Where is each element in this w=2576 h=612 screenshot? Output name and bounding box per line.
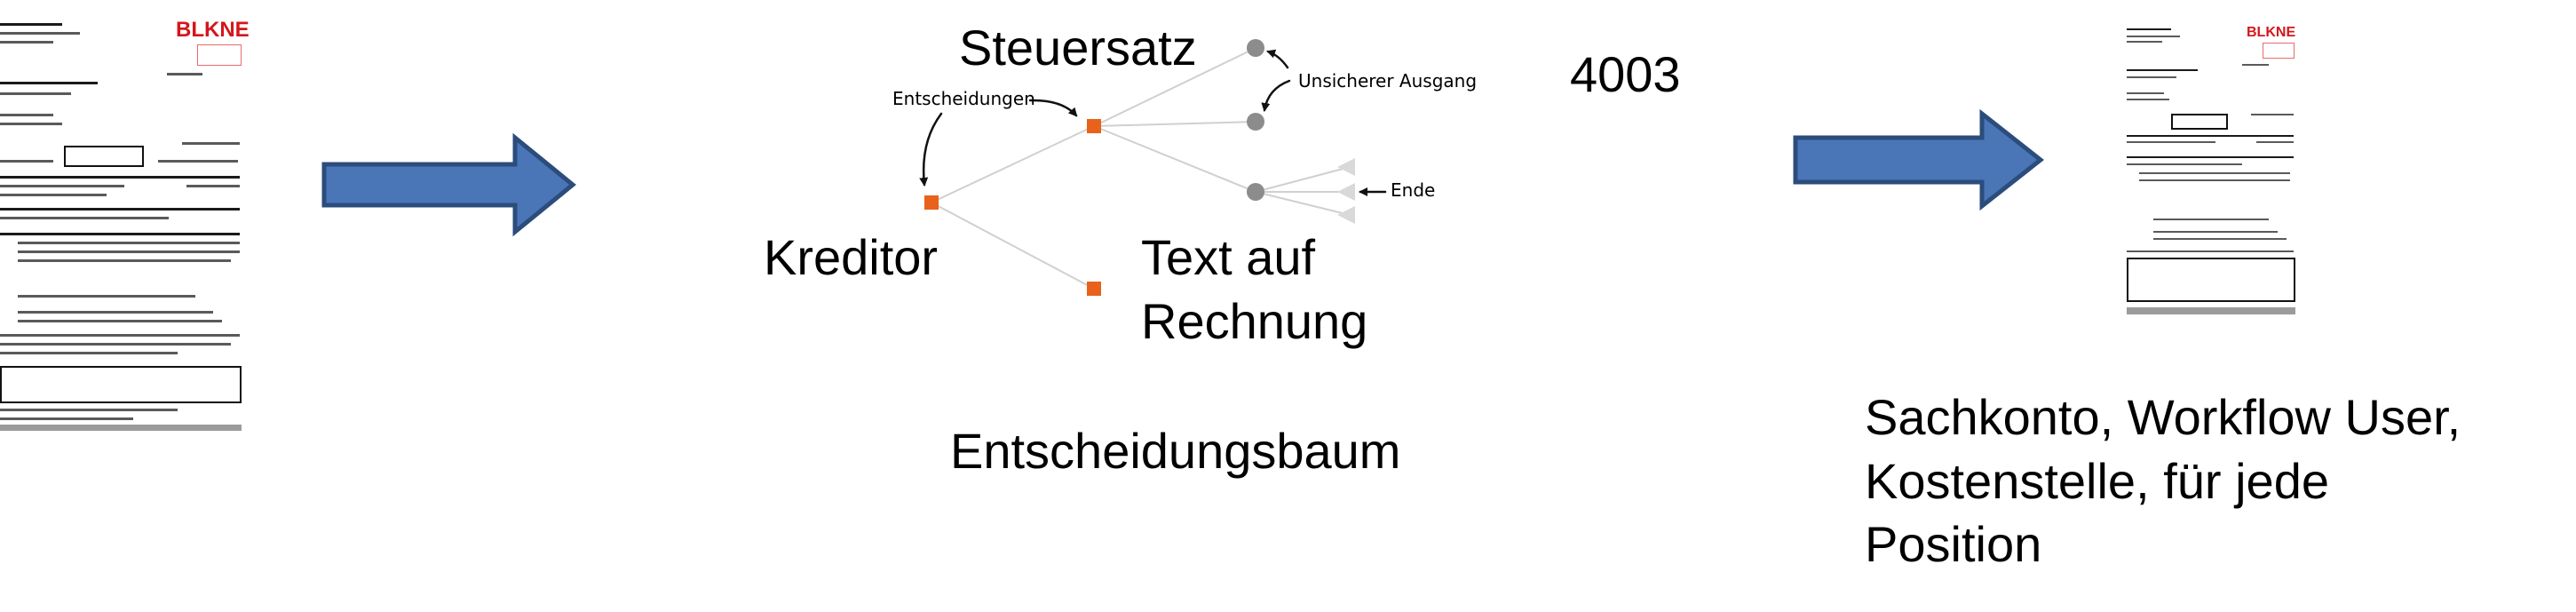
invoice-thumbnail-left: BLKNE	[0, 18, 250, 431]
text-line	[0, 123, 62, 125]
label-text-auf-rechnung-2: Rechnung	[1141, 293, 1368, 349]
tree-edge	[1255, 191, 1351, 216]
text-line	[2127, 92, 2164, 94]
label-text-auf-rechnung-1: Text auf	[1141, 229, 1316, 285]
text-line	[2127, 36, 2180, 37]
end-node	[1337, 183, 1355, 201]
text-line	[18, 311, 213, 314]
process-arrow-left	[321, 132, 576, 237]
text-line	[182, 142, 240, 145]
label-entscheidungen: Entscheidungen	[892, 88, 1035, 109]
invoice-thumbnail-right: BLKNE	[2127, 25, 2295, 314]
output-caption: Sachkonto, Workflow User, Kostenstelle, …	[1865, 385, 2461, 576]
text-line	[2127, 141, 2215, 143]
text-line	[167, 73, 202, 76]
text-line	[2127, 250, 2294, 252]
text-line	[2251, 114, 2294, 115]
tree-edge	[931, 125, 1095, 203]
stamp-mark	[2263, 43, 2295, 59]
tree-caption: Entscheidungsbaum	[950, 423, 1401, 479]
company-logo: BLKNE	[176, 18, 250, 42]
text-line	[2127, 156, 2294, 158]
output-caption-line: Position	[1865, 516, 2042, 573]
invoice-number-box	[2171, 114, 2228, 130]
end-node	[1337, 158, 1355, 176]
text-line	[0, 114, 53, 116]
end-node	[1337, 206, 1355, 224]
label-ende: Ende	[1391, 179, 1436, 201]
text-line	[18, 295, 195, 298]
decision-node-text	[1087, 282, 1101, 296]
text-line	[2127, 76, 2176, 78]
text-line	[18, 242, 240, 244]
entscheidungen-pointer-to-steuersatz	[1028, 99, 1078, 117]
decision-node-steuersatz	[1087, 119, 1101, 133]
invoice-number-box	[64, 146, 144, 167]
text-line	[0, 409, 178, 411]
tree-edge	[1093, 47, 1256, 127]
decision-node-kreditor	[924, 195, 939, 210]
text-line	[2256, 141, 2294, 143]
text-line	[2127, 28, 2171, 30]
entscheidungen-pointer-to-kreditor	[919, 112, 943, 187]
document-footer-bar	[0, 425, 242, 431]
text-line	[0, 160, 53, 163]
text-line	[0, 185, 124, 187]
text-line	[186, 185, 240, 187]
label-kreditor: Kreditor	[764, 229, 939, 285]
output-caption-line: Sachkonto, Workflow User,	[1865, 389, 2461, 445]
chance-node	[1247, 113, 1264, 131]
text-line	[0, 23, 62, 26]
text-line	[2127, 41, 2162, 43]
text-line	[0, 194, 107, 196]
text-line	[18, 250, 240, 253]
text-line	[0, 352, 178, 354]
tree-edge	[931, 202, 1095, 290]
text-line	[2139, 179, 2290, 181]
label-steuersatz: Steuersatz	[959, 20, 1197, 76]
company-logo: BLKNE	[2247, 25, 2296, 40]
document-footer-bar	[2127, 307, 2295, 314]
steuersatz-pointer	[1266, 49, 1289, 69]
text-line	[0, 208, 240, 211]
text-line	[2139, 172, 2290, 174]
text-line	[2153, 219, 2269, 220]
unsicherer-ausgang-pointer	[1261, 79, 1291, 112]
text-line	[0, 343, 231, 346]
stamp-mark	[197, 44, 242, 66]
totals-table	[0, 366, 242, 403]
text-line	[0, 82, 98, 84]
text-line	[0, 334, 240, 337]
chance-node	[1247, 39, 1264, 57]
text-line	[18, 320, 222, 322]
text-line	[0, 233, 240, 235]
text-line	[0, 217, 169, 219]
text-line	[18, 259, 231, 262]
text-line	[0, 32, 80, 35]
totals-table	[2127, 258, 2295, 302]
tree-edge	[1255, 166, 1351, 193]
code-label: 4003	[1570, 46, 1681, 102]
process-arrow-right	[1793, 108, 2045, 211]
text-line	[2153, 231, 2278, 233]
text-line	[2127, 135, 2294, 137]
text-line	[2127, 99, 2169, 100]
text-line	[158, 160, 238, 163]
text-line	[0, 41, 53, 44]
text-line	[2127, 69, 2198, 71]
text-line	[2127, 163, 2242, 165]
chance-node	[1247, 183, 1264, 201]
output-caption-line: Kostenstelle, für jede	[1865, 452, 2329, 509]
text-line	[2153, 238, 2287, 240]
text-line	[0, 176, 240, 179]
tree-edge	[1093, 121, 1256, 127]
label-unsicherer-ausgang: Unsicherer Ausgang	[1298, 70, 1478, 91]
text-line	[0, 417, 133, 420]
text-line	[2242, 64, 2269, 66]
text-line	[0, 92, 71, 95]
tree-edge	[1093, 125, 1256, 193]
